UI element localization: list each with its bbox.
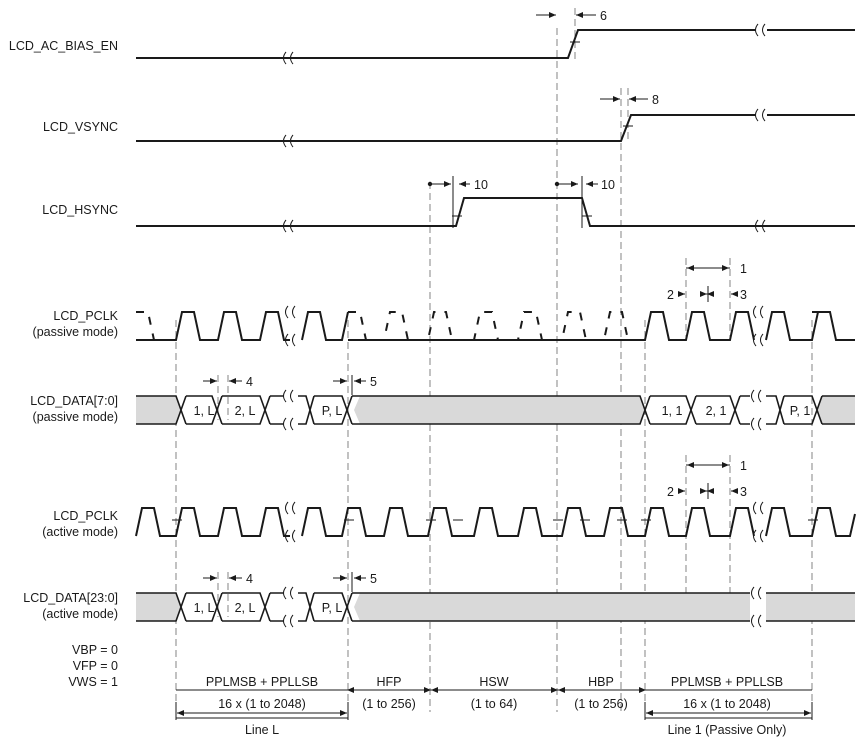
interval-ppl1-range: 16 x (1 to 2048): [218, 697, 306, 711]
waveform-data-active: 1, L 2, L P, L: [136, 586, 855, 628]
label-vfp: VFP = 0: [73, 659, 118, 673]
timing-5a: 5: [370, 375, 377, 389]
interval-ppl2: PPLMSB + PPLLSB: [671, 675, 783, 689]
label-pclk-active-mode: (active mode): [42, 525, 118, 539]
cell-passive-2-l: 2, L: [235, 404, 256, 418]
signal-labels: LCD_AC_BIAS_EN LCD_VSYNC LCD_HSYNC LCD_P…: [9, 39, 119, 689]
cell-active-2-l: 2, L: [235, 601, 256, 615]
timing-1b: 1: [740, 459, 747, 473]
timing-2b: 2: [667, 485, 674, 499]
timing-2a: 2: [667, 288, 674, 302]
label-data-active: LCD_DATA[23:0]: [23, 591, 118, 605]
cell-passive-1-1: 1, 1: [662, 404, 683, 418]
interval-ppl2-range: 16 x (1 to 2048): [683, 697, 771, 711]
cell-active-p-l: P, L: [322, 601, 343, 615]
timing-annotations: 6 8 10 10 1 2 3 4 5: [203, 9, 747, 592]
waveform-hsync: [136, 197, 855, 233]
interval-line-1: Line 1 (Passive Only): [668, 723, 787, 737]
timing-3a: 3: [740, 288, 747, 302]
label-pclk-active: LCD_PCLK: [53, 509, 118, 523]
interval-hfp: HFP: [377, 675, 402, 689]
cell-passive-1-l: 1, L: [194, 404, 215, 418]
waveform-pclk-passive: [136, 305, 855, 347]
label-ac-bias-en: LCD_AC_BIAS_EN: [9, 39, 118, 53]
timing-6: 6: [600, 9, 607, 23]
timing-10b: 10: [601, 178, 615, 192]
cell-passive-p-l: P, L: [322, 404, 343, 418]
timing-1a: 1: [740, 262, 747, 276]
cell-active-1-l: 1, L: [194, 601, 215, 615]
interval-bands: PPLMSB + PPLLSB 16 x (1 to 2048) HFP (1 …: [175, 675, 813, 737]
interval-hbp: HBP: [588, 675, 614, 689]
label-vsync: LCD_VSYNC: [43, 120, 118, 134]
waveform-vsync: [136, 108, 855, 148]
timing-4a: 4: [246, 375, 253, 389]
label-pclk-passive: LCD_PCLK: [53, 309, 118, 323]
label-data-passive: LCD_DATA[7:0]: [30, 394, 118, 408]
label-vws: VWS = 1: [68, 675, 118, 689]
timing-3b: 3: [740, 485, 747, 499]
timing-10a: 10: [474, 178, 488, 192]
label-data-passive-mode: (passive mode): [33, 410, 118, 424]
waveform-pclk-active: [135, 501, 856, 543]
label-vbp: VBP = 0: [72, 643, 118, 657]
interval-ppl1: PPLMSB + PPLLSB: [206, 675, 318, 689]
timing-8: 8: [652, 93, 659, 107]
waveform-data-passive: 1, L 2, L P, L 1, 1 2, 1 P, 1: [136, 389, 855, 431]
timing-5b: 5: [370, 572, 377, 586]
cell-passive-2-1: 2, 1: [706, 404, 727, 418]
label-pclk-passive-mode: (passive mode): [33, 325, 118, 339]
interval-hbp-range: (1 to 256): [574, 697, 628, 711]
label-hsync: LCD_HSYNC: [42, 203, 118, 217]
interval-hsw: HSW: [479, 675, 508, 689]
waveform-ac-bias-en: [136, 23, 855, 65]
label-data-active-mode: (active mode): [42, 607, 118, 621]
cell-passive-p-1: P, 1: [790, 404, 811, 418]
interval-hfp-range: (1 to 256): [362, 697, 416, 711]
interval-hsw-range: (1 to 64): [471, 697, 518, 711]
timing-4b: 4: [246, 572, 253, 586]
interval-line-l: Line L: [245, 723, 279, 737]
